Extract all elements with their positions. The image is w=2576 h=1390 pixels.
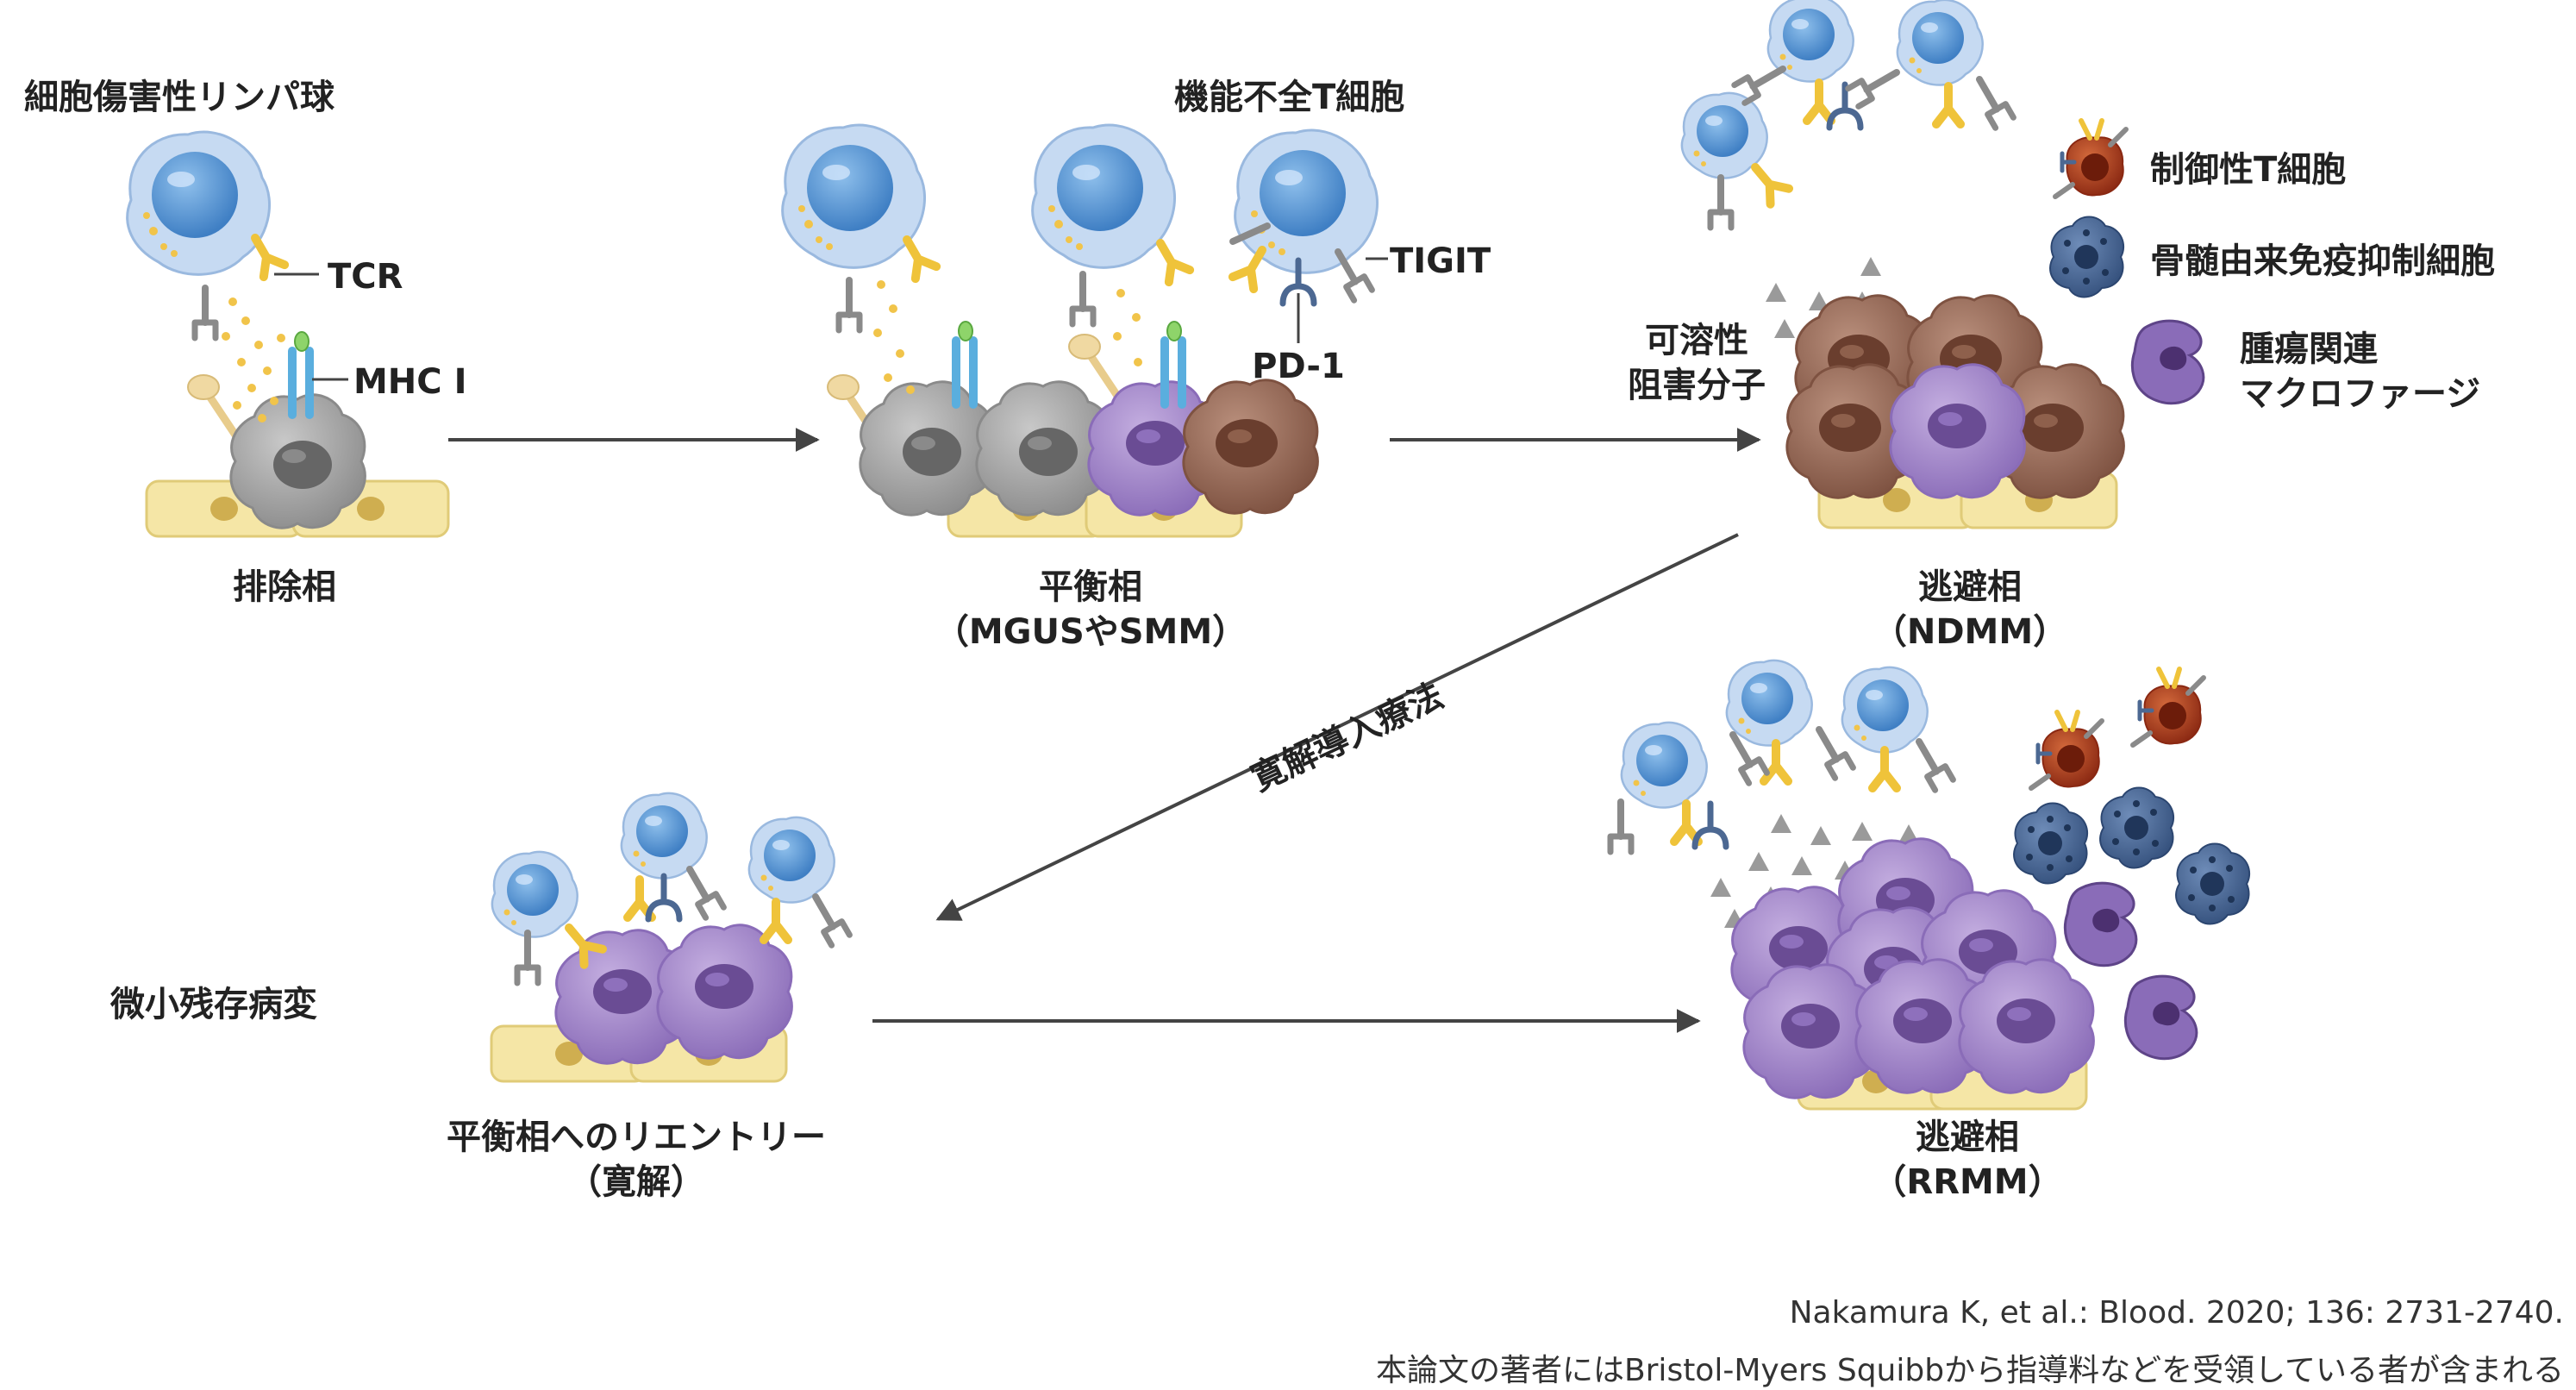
legend-treg-label: 制御性T細胞 [2150, 150, 2347, 190]
equilibrium-panel [781, 123, 1388, 538]
tigit-label: TIGIT [1390, 241, 1491, 281]
cytotoxic-lymphocyte-label: 細胞傷害性リンパ球 [24, 78, 335, 117]
escape-ndmm-caption-line1: 逃避相 [1918, 567, 2022, 607]
elimination-panel [126, 130, 450, 538]
mrd-panel [490, 792, 849, 1083]
escape-ndmm-caption-line2: （NDMM） [1872, 612, 2068, 652]
treg-icon [2055, 121, 2126, 197]
mdsc-icon [2049, 216, 2125, 298]
soluble-inhibitor-label-line2: 阻害分子 [1628, 366, 1766, 405]
tcr-label: TCR [328, 257, 403, 297]
elimination-caption: 排除相 [233, 567, 336, 607]
citation-reference: Nakamura K, et al.: Blood. 2020; 136: 27… [1789, 1295, 2564, 1331]
dysfunctional-t-cell-label: 機能不全T細胞 [1174, 78, 1405, 117]
equilibrium-caption-line1: 平衡相 [1039, 567, 1142, 607]
legend-tam-label-line1: 腫瘍関連 [2240, 329, 2378, 369]
soluble-inhibitor-label-line1: 可溶性 [1645, 321, 1748, 360]
arrow-induction-therapy [935, 533, 1739, 921]
mrd-label: 微小残存病変 [110, 985, 317, 1024]
pd1-label: PD-1 [1252, 347, 1345, 386]
tam-icon [2130, 319, 2205, 405]
legend-mdsc-label: 骨髄由来免疫抑制細胞 [2150, 241, 2495, 281]
escape-rrmm-panel [1610, 659, 2251, 1111]
mhc-label: MHC I [353, 362, 467, 402]
citation-disclosure: 本論文の著者にはBristol-Myers Squibbから指導料などを受領して… [1375, 1353, 2564, 1388]
equilibrium-caption-line2: （MGUSやSMM） [934, 612, 1247, 652]
escape-rrmm-caption-line2: （RRMM） [1872, 1162, 2063, 1202]
mrd-caption-line1: 平衡相へのリエントリー [447, 1118, 826, 1157]
legend-tam-label-line2: マクロファージ [2240, 374, 2481, 414]
mrd-caption-line2: （寛解） [567, 1162, 705, 1202]
escape-rrmm-caption-line1: 逃避相 [1916, 1118, 2019, 1157]
